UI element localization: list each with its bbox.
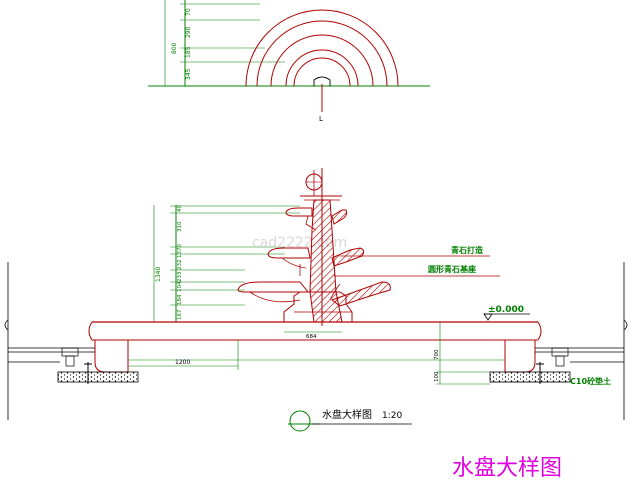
caption-scale: 1:20	[382, 411, 402, 421]
tier-bottom	[237, 281, 310, 293]
plan-dim-total: 800	[171, 42, 178, 54]
elev-dim-4: 232	[177, 260, 183, 271]
tier-top	[285, 207, 313, 217]
elev-width-dim: 1200	[175, 359, 190, 366]
plan-ring-4	[285, 49, 359, 87]
plan-centre-knob	[313, 76, 331, 86]
elev-dim-7: 184	[177, 294, 183, 305]
elev-dim-8: 167	[177, 309, 183, 320]
elev-dim-total: 1340	[155, 267, 162, 282]
label-concrete: C10砼垫土	[570, 376, 611, 386]
label-column: 圆形青石基座	[428, 264, 476, 274]
level-mark: ±0.000	[488, 305, 524, 315]
elev-base-dim: 684	[306, 334, 317, 340]
plan-dim-1: 70	[185, 8, 192, 16]
caption-circle	[289, 410, 311, 432]
elevation-view: 40 310 1370 232 233 104 184 167 1340 cad…	[4, 168, 628, 420]
concrete-pad-right	[489, 371, 571, 383]
plan-ring-3	[270, 34, 374, 87]
concrete-pad-left	[57, 371, 139, 383]
plan-dim-3: 185	[185, 46, 192, 58]
elev-dim-2: 310	[177, 221, 183, 232]
elev-right-dim-1: 700	[434, 349, 440, 360]
elev-dim-6: 104	[177, 281, 183, 292]
drawing-title: 水盘大样图	[452, 456, 562, 481]
plan-ring-1	[245, 9, 399, 87]
tier-middle	[267, 247, 311, 259]
plan-dim-2: 290	[185, 26, 192, 38]
plan-ring-5	[293, 57, 351, 87]
label-stone: 青石打造	[451, 245, 483, 255]
elev-dim-5: 233	[177, 271, 183, 282]
plan-ring-2	[256, 20, 388, 87]
plan-axis-mark: L	[319, 115, 323, 123]
plan-dim-4: 345	[185, 68, 192, 80]
elev-dim-1: 40	[177, 205, 183, 212]
drawing-caption: 水盘大样图 1:20	[288, 408, 412, 432]
plan-view: 70 290 185 345 800 L	[148, 0, 430, 123]
caption-name: 水盘大样图	[322, 408, 372, 421]
elev-dim-3: 1370	[177, 244, 183, 258]
elev-right-dim-2: 100	[434, 371, 440, 382]
